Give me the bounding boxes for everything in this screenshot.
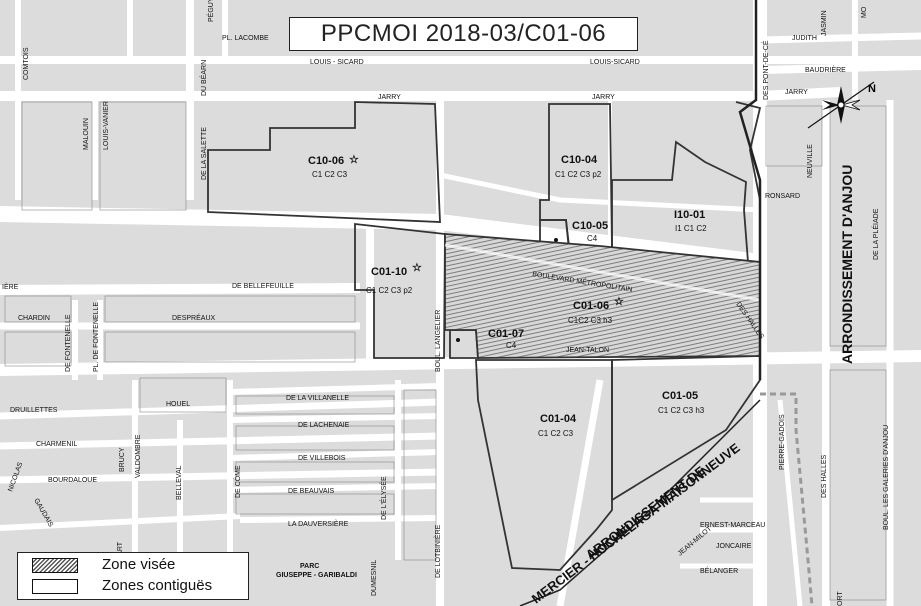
street-label: DE LOTBINIÈRE bbox=[433, 524, 442, 578]
park-label: PARC GIUSEPPE - GARIBALDI bbox=[276, 563, 357, 579]
street-label: DE FONTENELLE bbox=[65, 314, 72, 372]
street-label: DES PONT-DE-CÉ bbox=[761, 40, 770, 100]
street-label: PART bbox=[117, 541, 124, 560]
street-label: VALDOMBRE bbox=[135, 434, 142, 478]
zone-uses-c10-05: C4 bbox=[587, 234, 598, 243]
zone-uses-c10-06: C1 C2 C3 bbox=[312, 170, 348, 179]
street-label: IÈRE bbox=[2, 282, 19, 291]
zone-code-c10-06: C10-06 bbox=[308, 155, 344, 167]
zone-c01-07-boundary bbox=[449, 329, 479, 359]
street-label: DU BÉARN bbox=[199, 60, 208, 96]
street-label: BRUCY bbox=[119, 447, 126, 472]
zone-uses-c10-04: C1 C2 C3 p2 bbox=[555, 170, 602, 179]
hatch-swatch-icon bbox=[32, 558, 78, 573]
borough-boundary-anjou bbox=[738, 0, 762, 380]
street-label: DE BELLEFEUILLE bbox=[232, 283, 294, 290]
street-label: BELLEVAL bbox=[176, 465, 183, 500]
zone-code-c10-04: C10-04 bbox=[561, 154, 598, 166]
zone-uses-i10-01: I1 C1 C2 bbox=[675, 224, 707, 233]
street-label: LOUIS-VANIER bbox=[103, 101, 110, 150]
point-marker-icon bbox=[456, 338, 460, 342]
street-label: DE LACHENAIE bbox=[298, 422, 350, 429]
zone-code-c01-10: C01-10 bbox=[371, 266, 407, 278]
street-label: DE LA PLÉIADE bbox=[871, 208, 880, 260]
zone-code-c01-06: C01-06 bbox=[573, 300, 609, 312]
street-label: BOURDALOUE bbox=[48, 477, 97, 484]
zone-uses-c01-06: C1C2 C3 h3 bbox=[568, 316, 613, 325]
legend: Zone visée Zones contiguës bbox=[17, 552, 249, 600]
street-label: DE BEAUVAIS bbox=[288, 488, 334, 495]
street-label: RONSARD bbox=[765, 193, 800, 200]
zone-code-c01-05: C01-05 bbox=[662, 390, 698, 402]
block-outlines bbox=[4, 101, 887, 601]
borough-label-anjou: ARRONDISSEMENT D'ANJOU bbox=[839, 165, 855, 364]
street-label: DES HALLES bbox=[821, 454, 828, 498]
legend-label-target-zone: Zone visée bbox=[102, 556, 176, 573]
street-label: PIERRE-GADOIS bbox=[779, 414, 786, 470]
star-icon: ☆ bbox=[614, 296, 624, 308]
zone-labels: C10-06 ☆ C1 C2 C3 C10-04 C1 C2 C3 p2 C10… bbox=[308, 154, 707, 438]
street-label: JONCAIRE bbox=[716, 543, 752, 550]
street-label: ERNEST-MARCEAU bbox=[700, 522, 765, 529]
street-label: LOUIS-SICARD bbox=[590, 59, 640, 66]
street-label: DE VILLEBOIS bbox=[298, 455, 346, 462]
street-label: PL. DE FONTENELLE bbox=[93, 302, 100, 372]
zone-c01-06-target bbox=[444, 233, 761, 359]
zone-code-c10-05: C10-05 bbox=[572, 220, 608, 232]
street-label: JARRY bbox=[378, 94, 401, 101]
zone-c10-06-boundary bbox=[207, 101, 441, 223]
street-label: DRUILLETTES bbox=[10, 407, 58, 414]
street-label: LA DAUVERSIÈRE bbox=[288, 519, 349, 528]
street-label: JASMIN bbox=[821, 10, 828, 36]
zone-uses-c01-07: C4 bbox=[506, 341, 517, 350]
star-icon: ☆ bbox=[349, 154, 359, 166]
street-label: PÉGUY bbox=[206, 0, 215, 22]
zone-uses-c01-04: C1 C2 C3 bbox=[538, 429, 574, 438]
street-label: CHARDIN bbox=[18, 315, 50, 322]
street-label: PL. LACOMBE bbox=[222, 35, 269, 42]
street-label: DE L'ÉLYSÉE bbox=[379, 476, 388, 520]
street-label: JUDITH bbox=[792, 35, 817, 42]
north-arrow-icon: N bbox=[807, 81, 876, 129]
street-label: JEAN-TALON bbox=[566, 347, 609, 354]
street-label: BOUL. LES GALERIES D'ANJOU bbox=[883, 425, 890, 530]
street-label: DUMESNIL bbox=[371, 560, 378, 596]
street-label: MO bbox=[861, 6, 868, 18]
svg-text:PARC: PARC bbox=[300, 563, 319, 570]
point-marker-icon bbox=[554, 238, 558, 242]
zone-code-c01-07: C01-07 bbox=[488, 328, 524, 340]
street-label: DE LA SALETTE bbox=[201, 127, 208, 180]
street-label: DE LA VILLANELLE bbox=[286, 395, 349, 402]
street-label: MALOUIN bbox=[83, 118, 90, 150]
svg-text:GIUSEPPE - GARIBALDI: GIUSEPPE - GARIBALDI bbox=[276, 572, 357, 579]
street-label: ORT bbox=[837, 591, 844, 606]
street-label: BOUL. LANGELIER bbox=[435, 310, 442, 372]
zone-uses-c01-05: C1 C2 C3 h3 bbox=[658, 406, 705, 415]
legend-label-adjacent-zones: Zones contiguës bbox=[102, 577, 213, 594]
street-label: DESPRÉAUX bbox=[172, 313, 216, 322]
zone-c01-04-boundary bbox=[475, 359, 613, 571]
street-label: CHARMENIL bbox=[36, 441, 77, 448]
street-label: DE CÔME bbox=[233, 465, 242, 498]
map-title: PPCMOI 2018-03/C01-06 bbox=[289, 17, 638, 51]
street-label: BÉLANGER bbox=[700, 566, 738, 575]
street-label: COMTOIS bbox=[23, 47, 30, 80]
empty-swatch-icon bbox=[32, 579, 78, 594]
street-label: JARRY bbox=[785, 89, 808, 96]
north-label: N bbox=[868, 83, 876, 95]
street-label: JEAN-MILOT bbox=[677, 525, 714, 558]
street-label: BAUDRIÈRE bbox=[805, 65, 846, 74]
street-label: JARRY bbox=[592, 94, 615, 101]
zone-uses-c01-10: C1 C2 C3 p2 bbox=[366, 286, 413, 295]
street-label: NEUVILLE bbox=[807, 144, 814, 178]
zone-code-i10-01: I10-01 bbox=[674, 209, 705, 221]
street-label: HOUEL bbox=[166, 401, 190, 408]
star-icon: ☆ bbox=[412, 262, 422, 274]
zone-code-c01-04: C01-04 bbox=[540, 413, 577, 425]
street-label: LOUIS - SICARD bbox=[310, 59, 364, 66]
borough-boundary-dashed bbox=[760, 392, 814, 606]
